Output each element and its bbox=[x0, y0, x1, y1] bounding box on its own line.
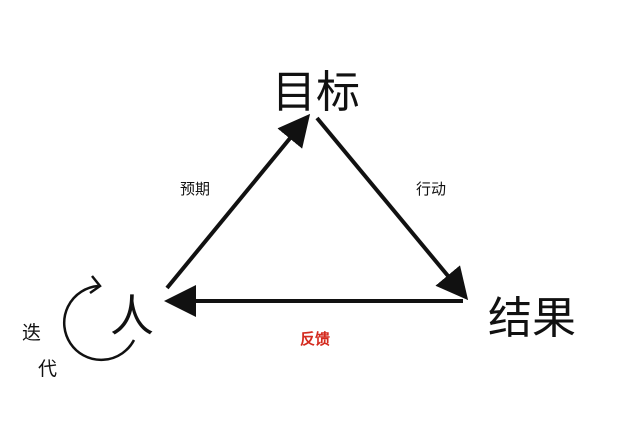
edge-label-action: 行动 bbox=[416, 180, 447, 198]
loop-label-1: 迭 bbox=[22, 322, 42, 344]
node-person: 人 bbox=[110, 291, 154, 342]
node-result: 结果 bbox=[488, 293, 576, 344]
edge-label-feedback: 反馈 bbox=[300, 330, 331, 348]
loop-label-2: 代 bbox=[38, 358, 58, 380]
arrow-person-to-goal bbox=[165, 113, 311, 290]
node-goal: 目标 bbox=[272, 67, 360, 118]
edge-label-expectation: 预期 bbox=[180, 180, 211, 198]
iterate-loop-arrow bbox=[62, 284, 136, 362]
arrow-goal-to-result bbox=[315, 116, 469, 301]
loop-arrowhead bbox=[89, 275, 102, 295]
